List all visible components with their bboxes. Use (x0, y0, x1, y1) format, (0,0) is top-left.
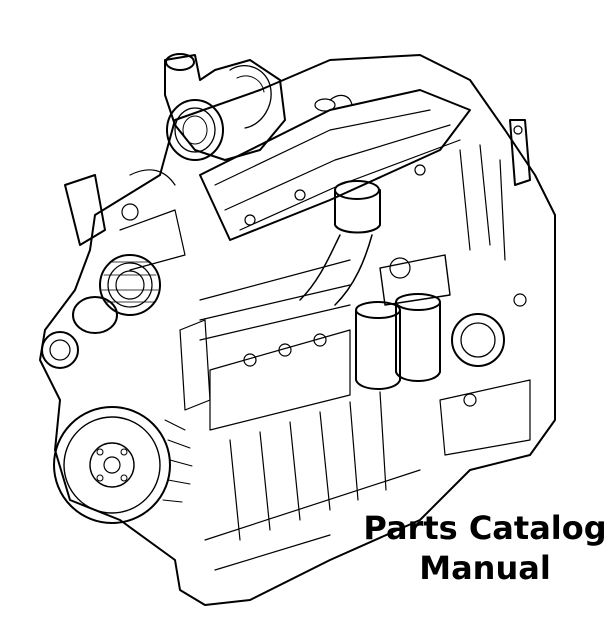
flange-ring (451, 313, 505, 367)
water-pump (72, 296, 118, 334)
fuel-filters (355, 254, 451, 390)
turbo-inlet (166, 99, 224, 161)
lifting-bracket (509, 119, 531, 186)
title-line-1: Parts Catalog (363, 509, 607, 547)
engine-block-outline (39, 54, 556, 606)
manual-title: Parts Catalog Manual (360, 508, 610, 588)
alternator-pulley (99, 254, 161, 316)
block-details (119, 94, 531, 571)
oil-filler-cap (334, 180, 380, 200)
rocker-cover (199, 89, 471, 241)
crankshaft-damper (53, 406, 193, 524)
idler-pulley (41, 331, 79, 369)
title-line-2: Manual (419, 549, 551, 587)
turbo-outlet (165, 53, 195, 71)
left-bracket (64, 174, 106, 246)
